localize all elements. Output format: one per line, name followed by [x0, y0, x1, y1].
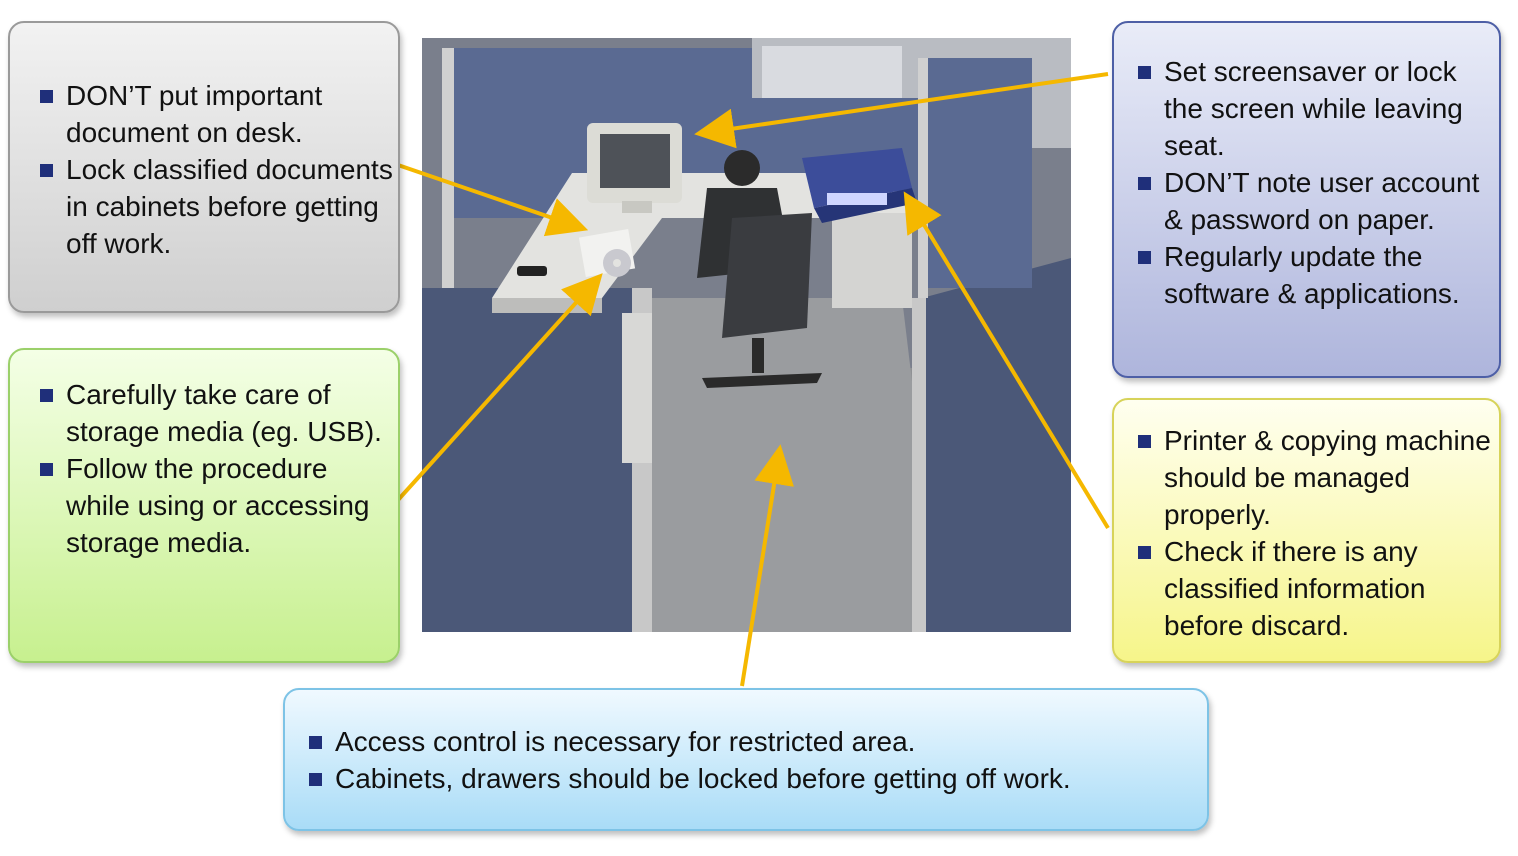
callout-text: Carefully take care of storage media (eg… — [66, 379, 382, 447]
square-bullet-icon — [309, 736, 322, 749]
callout-text: Regularly update the software & applicat… — [1164, 241, 1460, 309]
list-item: Carefully take care of storage media (eg… — [22, 376, 398, 450]
square-bullet-icon — [40, 389, 53, 402]
list-item: DON’T note user account & password on pa… — [1120, 164, 1499, 238]
square-bullet-icon — [40, 463, 53, 476]
callout-text: Lock classified documents in cabinets be… — [66, 154, 393, 259]
callout-text: DON’T note user account & password on pa… — [1164, 167, 1480, 235]
list-item: DON’T put important document on desk. — [22, 77, 398, 151]
list-item: Lock classified documents in cabinets be… — [22, 151, 398, 262]
callout-computer-security: Set screensaver or lock the screen while… — [1112, 21, 1501, 378]
list-item: Follow the procedure while using or acce… — [22, 450, 398, 561]
callout-text: DON’T put important document on desk. — [66, 80, 323, 148]
callout-printer: Printer & copying machine should be mana… — [1112, 398, 1501, 663]
square-bullet-icon — [1138, 66, 1151, 79]
list-item: Regularly update the software & applicat… — [1120, 238, 1499, 312]
list-item: Printer & copying machine should be mana… — [1120, 422, 1499, 533]
callout-text: Set screensaver or lock the screen while… — [1164, 56, 1463, 161]
callout-text: Access control is necessary for restrict… — [335, 726, 916, 757]
callout-desk-documents: DON’T put important document on desk. Lo… — [8, 21, 400, 313]
list-item: Check if there is any classified informa… — [1120, 533, 1499, 644]
callout-text: Printer & copying machine should be mana… — [1164, 425, 1491, 530]
square-bullet-icon — [1138, 546, 1151, 559]
square-bullet-icon — [309, 773, 322, 786]
callout-text: Check if there is any classified informa… — [1164, 536, 1426, 641]
callout-text: Cabinets, drawers should be locked befor… — [335, 763, 1071, 794]
list-item: Cabinets, drawers should be locked befor… — [291, 760, 1207, 797]
square-bullet-icon — [40, 90, 53, 103]
square-bullet-icon — [1138, 251, 1151, 264]
square-bullet-icon — [1138, 177, 1151, 190]
square-bullet-icon — [1138, 435, 1151, 448]
callout-storage-media: Carefully take care of storage media (eg… — [8, 348, 400, 663]
list-item: Access control is necessary for restrict… — [291, 723, 1207, 760]
callout-text: Follow the procedure while using or acce… — [66, 453, 370, 558]
callout-access-control: Access control is necessary for restrict… — [283, 688, 1209, 831]
list-item: Set screensaver or lock the screen while… — [1120, 53, 1499, 164]
square-bullet-icon — [40, 164, 53, 177]
office-cubicle-photo — [422, 38, 1071, 632]
